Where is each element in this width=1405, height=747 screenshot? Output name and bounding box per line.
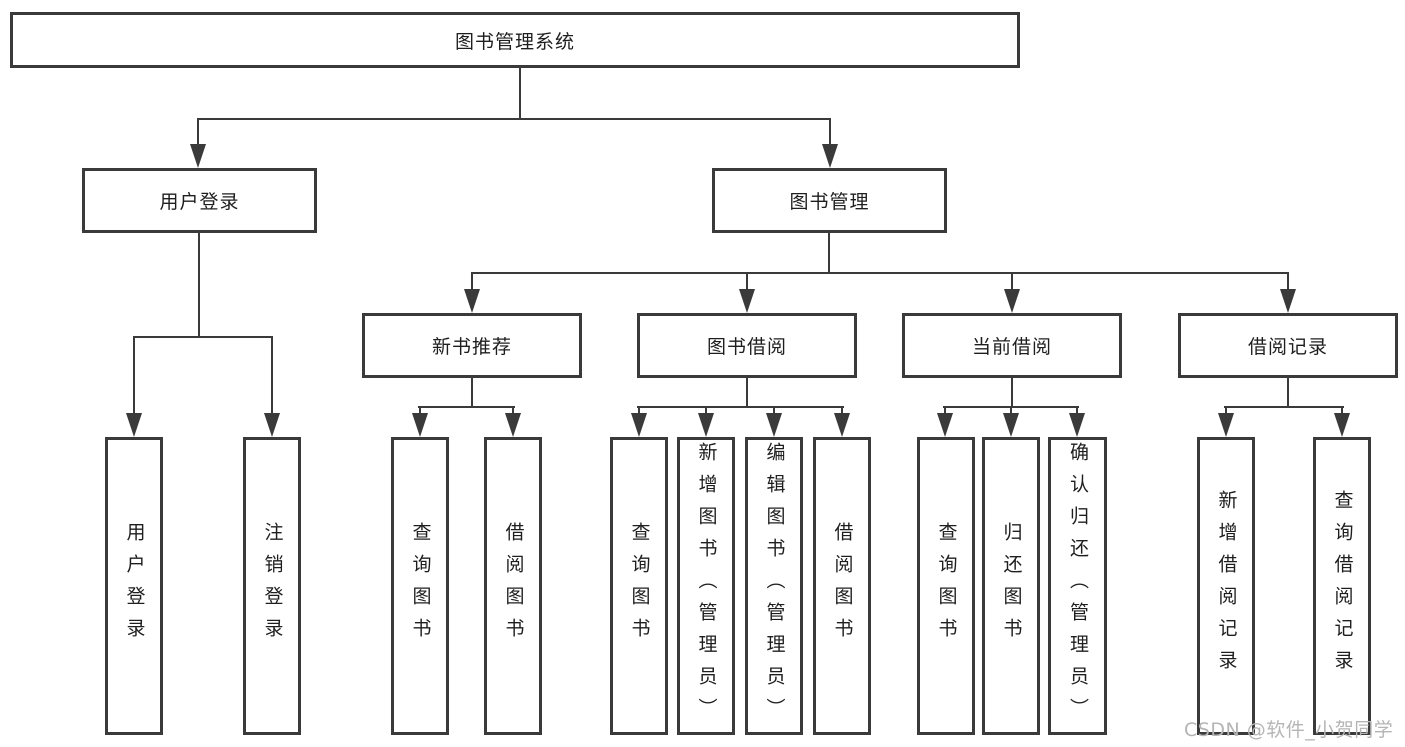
arrow-down-icon (739, 289, 755, 313)
node-leaf-add-borrow-record: 新增借阅记录 (1197, 437, 1255, 735)
arrow-down-icon (464, 289, 480, 313)
arrow-down-icon (412, 413, 428, 437)
arrow-down-icon (834, 413, 850, 437)
arrow-down-icon (631, 413, 647, 437)
node-label: 查询图书 (628, 522, 651, 650)
node-label: 新书推荐 (431, 336, 512, 358)
node-new-book-recommend: 新书推荐 (362, 313, 582, 378)
node-book-management: 图书管理 (712, 168, 947, 233)
node-label: 新增图书（管理员） (695, 442, 718, 730)
arrow-down-icon (264, 413, 280, 437)
node-label: 归还图书 (1000, 522, 1023, 650)
node-label: 用户登录 (159, 191, 240, 213)
node-label: 借阅记录 (1247, 336, 1328, 358)
node-leaf-add-books-admin: 新增图书（管理员） (677, 437, 735, 735)
node-label: 用户登录 (123, 522, 146, 650)
arrow-down-icon (1069, 413, 1085, 437)
node-root: 图书管理系统 (10, 12, 1020, 68)
node-current-borrowing: 当前借阅 (902, 313, 1122, 378)
node-leaf-query-books-2: 查询图书 (610, 437, 668, 735)
node-leaf-borrow-books-2: 借阅图书 (813, 437, 871, 735)
node-leaf-query-borrow-record: 查询借阅记录 (1313, 437, 1371, 735)
node-label: 注销登录 (261, 522, 284, 650)
arrow-down-icon (698, 413, 714, 437)
arrow-down-icon (1003, 413, 1019, 437)
node-label: 借阅图书 (831, 522, 854, 650)
arrow-down-icon (190, 144, 206, 168)
node-leaf-query-books-3: 查询图书 (917, 437, 975, 735)
arrow-down-icon (766, 413, 782, 437)
arrow-down-icon (1004, 289, 1020, 313)
node-root-label: 图书管理系统 (454, 30, 575, 53)
node-leaf-confirm-return-admin: 确认归还（管理员） (1048, 437, 1107, 735)
arrow-down-icon (126, 413, 142, 437)
node-label: 图书借阅 (706, 336, 787, 358)
node-leaf-logout: 注销登录 (243, 437, 301, 735)
node-leaf-return-books: 归还图书 (982, 437, 1040, 735)
node-label: 查询借阅记录 (1331, 490, 1354, 682)
arrow-down-icon (822, 144, 838, 168)
arrow-down-icon (1280, 289, 1296, 313)
node-borrowing-records: 借阅记录 (1178, 313, 1398, 378)
arrow-down-icon (937, 413, 953, 437)
node-label: 图书管理 (789, 191, 870, 213)
node-leaf-query-books-1: 查询图书 (391, 437, 449, 735)
node-label: 编辑图书（管理员） (763, 442, 786, 730)
watermark: CSDN @软件_小贺同学 (1184, 719, 1394, 741)
node-label: 确认归还（管理员） (1066, 442, 1089, 730)
arrow-down-icon (1334, 413, 1350, 437)
node-user-login: 用户登录 (82, 168, 317, 233)
node-book-borrowing: 图书借阅 (637, 313, 857, 378)
node-leaf-borrow-books-1: 借阅图书 (484, 437, 542, 735)
node-leaf-edit-books-admin: 编辑图书（管理员） (745, 437, 803, 735)
node-label: 新增借阅记录 (1215, 490, 1238, 682)
node-label: 查询图书 (409, 522, 432, 650)
arrow-down-icon (505, 413, 521, 437)
node-label: 借阅图书 (502, 522, 525, 650)
node-leaf-user-login: 用户登录 (105, 437, 163, 735)
node-label: 当前借阅 (971, 336, 1052, 358)
arrow-down-icon (1218, 413, 1234, 437)
node-label: 查询图书 (935, 522, 958, 650)
